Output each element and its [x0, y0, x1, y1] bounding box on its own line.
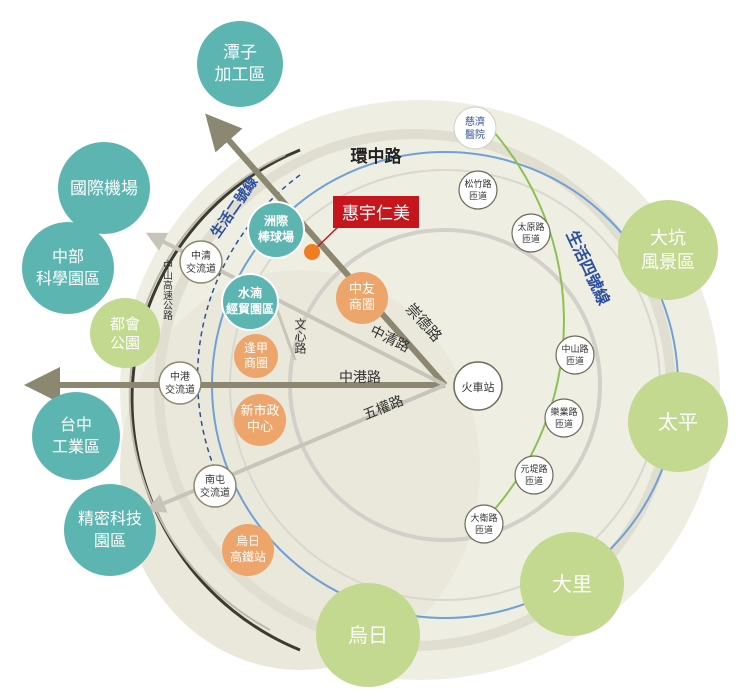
zone-cpsp-line1: 中部	[52, 247, 84, 266]
ramp-zhongshan: 中山路 匝道	[555, 335, 595, 375]
ramp-tzuchi-line1: 慈濟	[465, 115, 485, 128]
zone-tcip-line2: 工業區	[52, 437, 100, 456]
ramp-taiyuan-line2: 匝道	[522, 233, 540, 245]
hub-fengjia-line2: 商圈	[244, 355, 268, 370]
freeway-arc	[130, 148, 301, 652]
zone-wuri-line1: 烏日	[348, 623, 388, 647]
target-dot	[304, 244, 320, 260]
chongde-road-line	[205, 113, 448, 387]
freeway-label: 中山高速公路	[161, 259, 173, 321]
target-label: 惠宇仁美	[342, 204, 410, 224]
zone-tcip-line1: 台中	[60, 415, 92, 434]
zone-cpsp: 中部 科學園區	[22, 222, 114, 314]
zone-tanzi-line2: 加工區	[215, 65, 266, 85]
hub-fengjia-line1: 逢甲	[244, 341, 268, 355]
ramp-yuandi-line2: 匝道	[525, 475, 543, 487]
zone-dali: 大里	[520, 532, 624, 636]
interchange-nantun: 南屯 交流道	[193, 464, 237, 508]
ramp-dawei: 大衛路 匝道	[464, 504, 504, 544]
ramp-taiyuan: 太原路 匝道	[511, 213, 551, 253]
interchange-nantun-line2: 交流道	[200, 486, 230, 499]
hub-zhongyou-line1: 中友	[349, 281, 375, 297]
zone-cpsp-line2: 科學園區	[36, 269, 100, 288]
hub-fengjia: 逢甲 商圈	[234, 334, 278, 378]
ramp-tzuchi-line2: 醫院	[465, 128, 485, 141]
zone-dakeng-line2: 風景區	[641, 252, 695, 273]
hub-civic: 新市政 中心	[234, 394, 286, 446]
hub-hsr-line1: 烏日	[236, 534, 260, 548]
zone-taiping-line1: 太平	[658, 410, 698, 434]
zone-duhui: 都會 公園	[90, 298, 160, 368]
hub-hsr: 烏日 高鐵站	[222, 524, 274, 576]
ramp-songzhu-line2: 匝道	[469, 190, 487, 202]
ramp-zhongshan-line1: 中山路	[561, 343, 588, 355]
zone-precision-line1: 精密科技	[78, 509, 142, 528]
zone-duhui-line1: 都會	[110, 315, 140, 333]
hub-shuinan: 水湳 經貿園區	[221, 273, 279, 331]
zone-precision: 精密科技 園區	[64, 484, 156, 576]
ramp-leye-line1: 樂業路	[550, 406, 577, 418]
zone-airport: 國際機場	[58, 142, 150, 234]
hub-shuinan-line2: 經貿園區	[226, 301, 274, 316]
zhonggang-road-label: 中港路	[339, 370, 381, 386]
interchange-zhongqing-line2: 交流道	[186, 262, 216, 275]
ramp-leye: 樂業路 匝道	[544, 398, 584, 438]
interchange-zhonggang-line1: 中港	[170, 370, 190, 383]
ramp-zhongshan-line2: 匝道	[566, 355, 584, 367]
ramp-dawei-line1: 大衛路	[470, 512, 497, 524]
zone-wuri: 烏日	[316, 583, 420, 687]
zone-dali-line1: 大里	[552, 572, 592, 596]
hub-ballpark: 洲際 棒球場	[247, 201, 305, 259]
interchange-zhonggang-line2: 交流道	[165, 383, 195, 396]
ramp-songzhu: 松竹路 匝道	[458, 170, 498, 210]
zone-tcip: 台中 工業區	[32, 392, 120, 480]
interchange-nantun-line1: 南屯	[205, 473, 225, 486]
zone-tanzi-line1: 潭子	[223, 43, 257, 63]
interchange-zhonggang: 中港 交流道	[158, 361, 202, 405]
ramp-songzhu-line1: 松竹路	[464, 178, 491, 190]
zone-tanzi: 潭子 加工區	[197, 21, 283, 107]
ramp-yuandi-line1: 元堤路	[520, 463, 547, 475]
ramp-leye-line2: 匝道	[555, 418, 573, 430]
interchange-zhongqing-line1: 中清	[191, 249, 211, 262]
zone-taiping: 太平	[628, 372, 728, 472]
hub-zhongyou: 中友 商圈	[336, 272, 388, 324]
train-station-node	[453, 361, 503, 411]
ramp-dawei-line2: 匝道	[475, 524, 493, 536]
hub-zhongyou-line2: 商圈	[349, 298, 375, 313]
hub-civic-line1: 新市政	[240, 403, 279, 419]
hub-civic-line2: 中心	[247, 420, 273, 435]
hub-ballpark-line1: 洲際	[264, 213, 289, 228]
target-label-box	[333, 196, 419, 228]
zone-precision-line2: 園區	[94, 531, 126, 550]
hub-ballpark-line2: 棒球場	[258, 229, 294, 244]
interchange-zhongqing: 中清 交流道	[179, 240, 223, 284]
zone-dakeng: 大坑 風景區	[618, 200, 718, 300]
ramp-tzuchi: 慈濟 醫院	[453, 106, 497, 150]
hub-shuinan-line1: 水湳	[238, 285, 262, 300]
zone-duhui-line2: 公園	[110, 334, 140, 352]
ring-road-title: 環中路	[351, 146, 403, 167]
ramp-yuandi: 元堤路 匝道	[514, 455, 554, 495]
ramp-taiyuan-line1: 太原路	[517, 221, 544, 233]
hub-hsr-line2: 高鐵站	[230, 549, 266, 564]
train-station-label: 火車站	[462, 380, 495, 394]
wenxin-road-label: 文心路	[293, 317, 307, 355]
zone-airport-line1: 國際機場	[70, 179, 138, 199]
zone-dakeng-line1: 大坑	[650, 228, 686, 249]
background-wash	[120, 100, 720, 680]
